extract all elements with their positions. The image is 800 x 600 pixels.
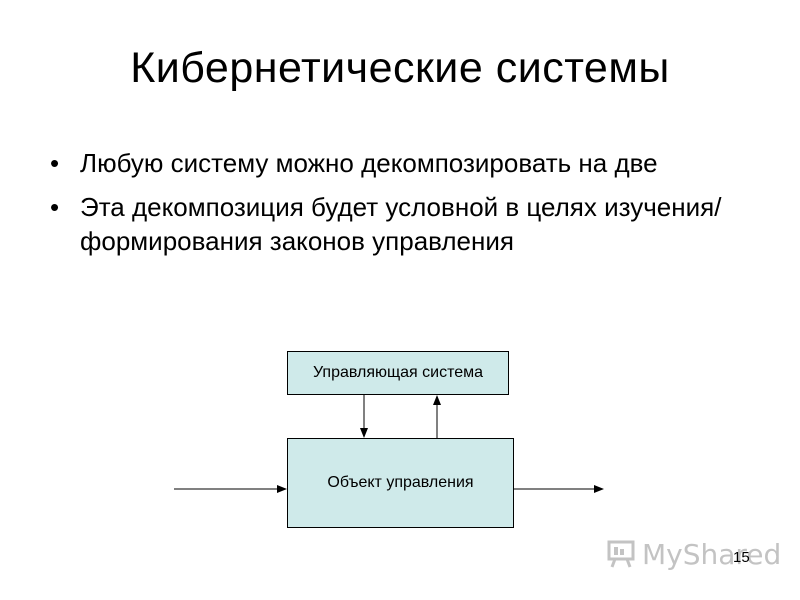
bullet-text: Эта декомпозиция будет условной в целях … — [80, 192, 722, 256]
bullet-dot-icon: • — [50, 192, 60, 222]
bullet-item: • Эта декомпозиция будет условной в целя… — [48, 190, 748, 258]
control-object-box: Объект управления — [287, 438, 514, 528]
presentation-board-icon — [607, 540, 635, 568]
bullet-text: Любую систему можно декомпозировать на д… — [80, 148, 658, 178]
slide-title: Кибернетические системы — [130, 44, 670, 92]
bullet-list: • Любую систему можно декомпозировать на… — [48, 146, 748, 268]
control-system-box: Управляющая система — [287, 351, 509, 395]
watermark-text: MyShared — [642, 537, 782, 571]
control-object-label: Объект управления — [327, 474, 474, 491]
bullet-dot-icon: • — [50, 148, 60, 178]
control-system-label: Управляющая система — [312, 364, 484, 381]
watermark: MyShared — [606, 536, 781, 572]
page-number: 15 — [733, 549, 750, 566]
bullet-item: • Любую систему можно декомпозировать на… — [48, 146, 748, 180]
